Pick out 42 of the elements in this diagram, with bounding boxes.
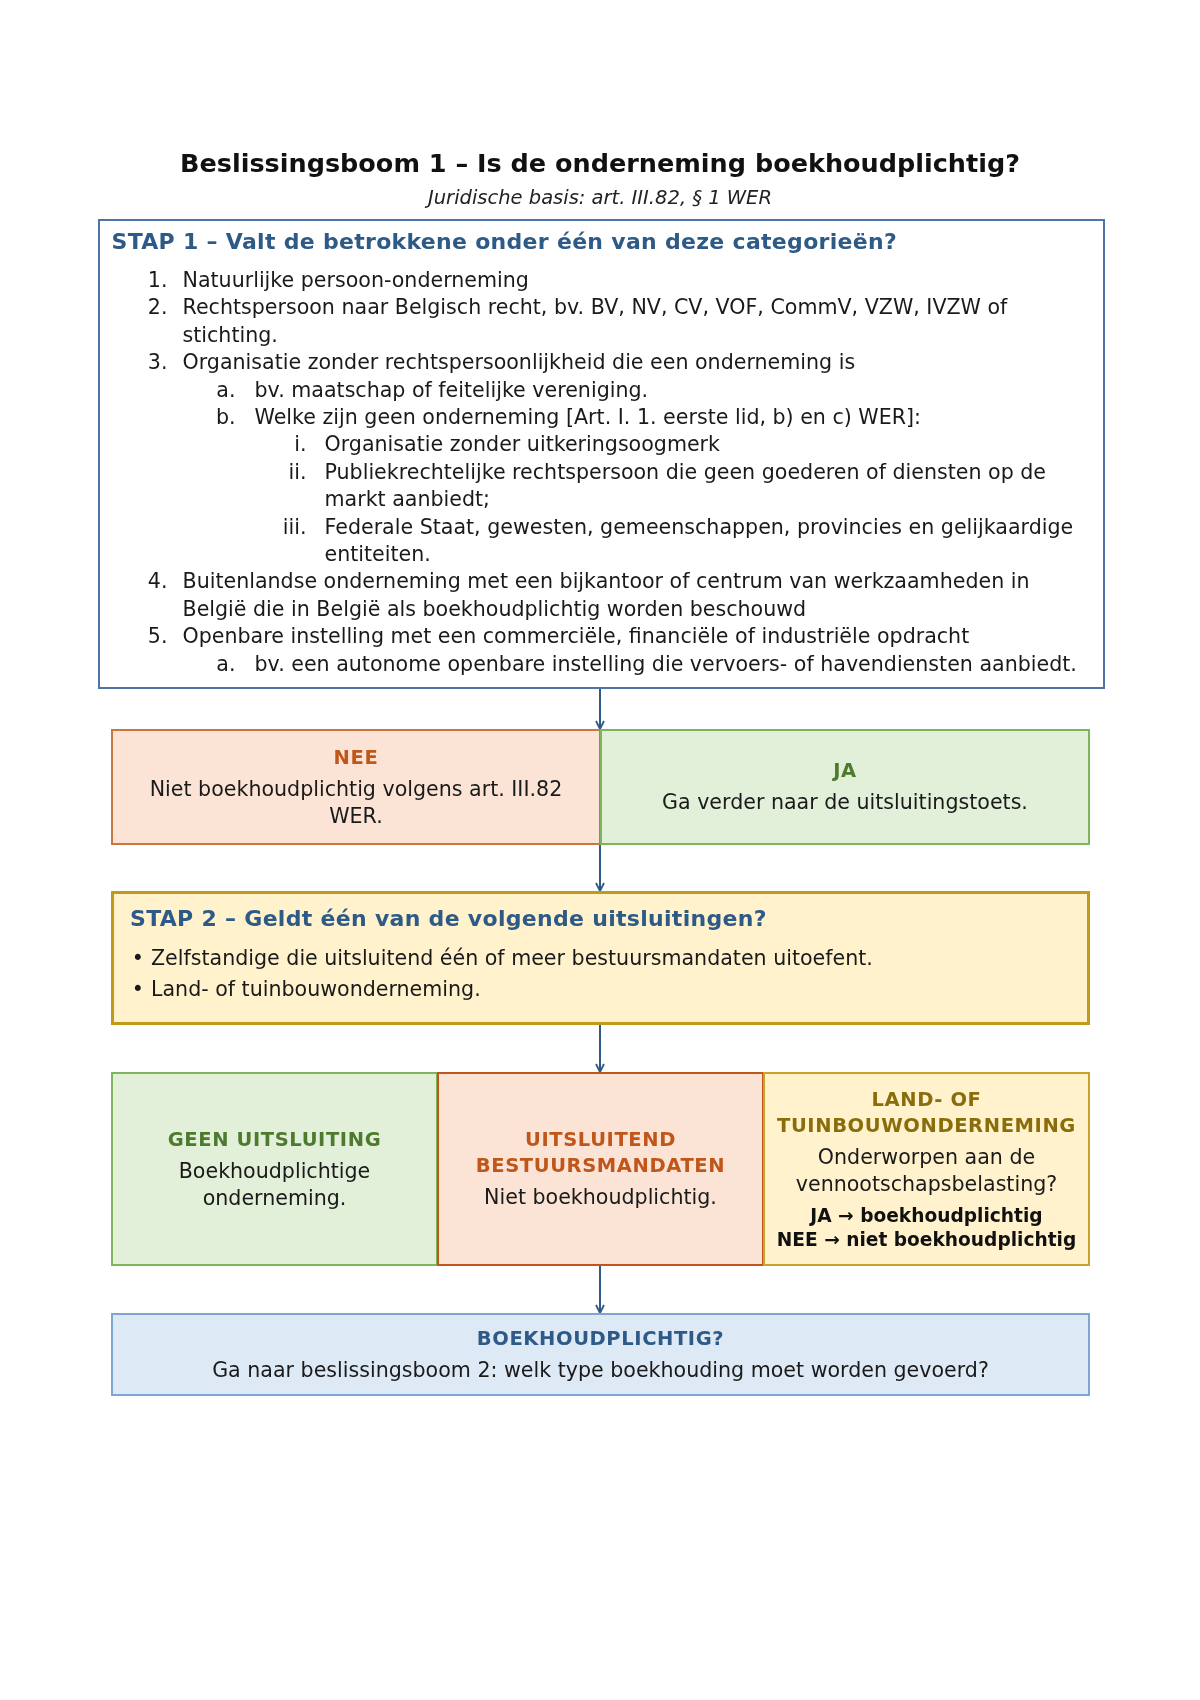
list-item: a. bv. maatschap of feitelijke vereniging. (215, 376, 650, 404)
box-title: NEE (333, 744, 379, 771)
list-item: 5. Openbare instelling met een commerciële, financiële of industriële opdracht (146, 623, 971, 651)
question-box (98, 219, 1105, 689)
bullet-item: • Zelfstandige die uitsluitend één of meer bestuursmandaten uitoefent. (130, 945, 874, 972)
list-item: a. bv. een autonome openbare instelling die vervoers- of havendiensten aanbiedt. (215, 650, 1078, 678)
step-heading: STAP 1 – Valt de betrokkene onder één van deze categorieën? (111, 228, 898, 256)
arrow (595, 688, 605, 730)
list-item: ii. Publiekrechtelijke rechtspersoon die geen goederen of diensten op de markt aanbiedt; (287, 458, 1048, 514)
outcome-box (111, 1072, 438, 1266)
outcome-box (437, 1072, 764, 1266)
list-item: iii. Federale Staat, gewesten, gemeenschappen, provincies en gelijkaardige entiteiten. (281, 513, 1075, 569)
box-text: Onderworpen aan de vennootschapsbelasting? (794, 1143, 1059, 1198)
question-box (111, 891, 1090, 1025)
box-text: Ga naar beslissingsboom 2: welk type boekhouding moet worden gevoerd? (212, 1356, 989, 1384)
arrow (595, 844, 605, 892)
list-item: 4. Buitenlandse onderneming met een bijkantoor of centrum van werkzaamheden in België die in België als boekhoudplichtig worden beschouwd (146, 568, 1031, 623)
box-title: GEEN UITSLUITING (167, 1126, 382, 1153)
arrow (595, 1265, 605, 1314)
diagram-title: Beslissingsboom 1 – Is de onderneming boekhoudplichtig? (180, 148, 1020, 178)
box-text: Niet boekhoudplichtig volgens art. III.82 WER. (148, 775, 564, 830)
box-title: JA (833, 758, 857, 784)
outcome-box (763, 1072, 1090, 1266)
box-text: Niet boekhoudplichtig. (484, 1184, 717, 1211)
arrow (595, 1024, 605, 1073)
step-heading: STAP 2 – Geldt één van de volgende uitsluitingen? (130, 905, 768, 933)
result-box (111, 1313, 1090, 1396)
box-text: Ga verder naar de uitsluitingstoets. (662, 789, 1028, 816)
bullet-item: • Land- of tuinbouwonderneming. (130, 975, 482, 1003)
list-item: 1. Natuurlijke persoon-onderneming (146, 267, 530, 294)
verdict-line: JA → boekhoudplichtig (810, 1203, 1043, 1228)
box-title: LAND- OF TUINBOUWONDERNEMING (776, 1086, 1077, 1139)
box-title: BOEKHOUDPLICHTIG? (476, 1325, 725, 1352)
box-title: UITSLUITEND BESTUURSMANDATEN (474, 1127, 727, 1179)
outcome-box (600, 729, 1090, 845)
box-text: Boekhoudplichtige onderneming. (177, 1157, 372, 1212)
outcome-box (111, 729, 601, 845)
list-item: 2. Rechtspersoon naar Belgisch recht, bv. BV, NV, CV, VOF, CommV, VZW, IVZW of stichting. (146, 294, 1009, 349)
list-item: i. Organisatie zonder uitkeringsoogmerk (293, 431, 721, 459)
verdict-line: NEE → niet boekhoudplichtig (776, 1227, 1077, 1252)
list-item: 3. Organisatie zonder rechtspersoonlijkheid die een onderneming is (146, 349, 857, 377)
list-item: b. Welke zijn geen onderneming [Art. I. 1. eerste lid, b) en c) WER]: (214, 404, 923, 432)
